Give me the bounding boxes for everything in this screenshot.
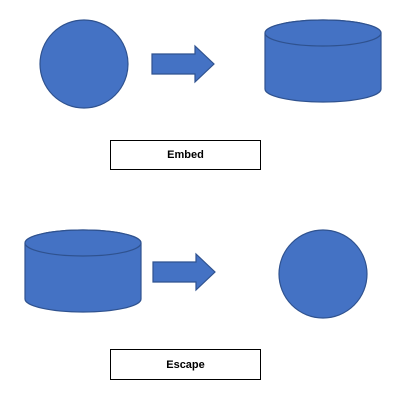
embed-target-cylinder [264,19,382,103]
escape-source-cylinder [24,229,142,313]
escape-label: Escape [166,358,205,371]
embed-label-box: Embed [110,140,261,170]
embed-right-arrow-icon [151,44,215,84]
embed-source-circle [39,19,129,109]
escape-right-arrow-icon [152,252,216,292]
embed-label: Embed [167,149,204,161]
escape-label-box: Escape [110,349,261,380]
escape-target-circle [278,229,368,319]
